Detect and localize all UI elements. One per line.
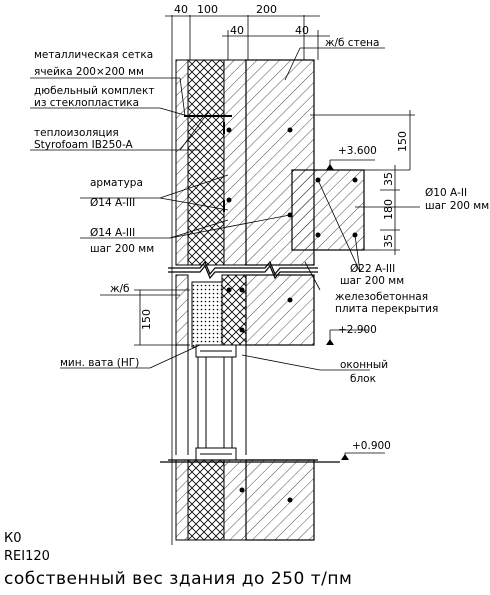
dim-35-b: 35 xyxy=(382,234,395,248)
wall-structure xyxy=(160,15,365,545)
label-mesh-line2: ячейка 200×200 мм xyxy=(34,66,144,78)
insulation-bottom xyxy=(187,459,225,541)
left-dimension: 150 xyxy=(134,289,190,346)
label-slab-line2: плита перекрытия xyxy=(335,303,438,315)
label-rc-wall: ж/б стена xyxy=(325,37,379,49)
level-marks: +3.600 +2.900 +0.900 xyxy=(326,145,391,460)
label-bar22-line2: шаг 200 мм xyxy=(340,275,404,287)
inner-strip-bottom xyxy=(223,459,247,541)
label-insulation-line2: Styrofoam IB250-A xyxy=(34,139,134,151)
axis-lines xyxy=(171,15,319,545)
rc-wall-lower xyxy=(245,274,315,346)
level-2900: +2.900 xyxy=(338,324,377,336)
floor-slab xyxy=(291,169,365,251)
label-rebar-b-line2: шаг 200 мм xyxy=(90,243,154,255)
dim-40-c: 40 xyxy=(295,24,309,37)
top-dimensions: 40 100 200 40 40 xyxy=(165,3,330,37)
rebar-dots xyxy=(226,127,358,503)
dim-150-left: 150 xyxy=(140,309,153,330)
label-bar10-line1: Ø10 А-II xyxy=(425,187,467,199)
label-insulation-line1: теплоизоляция xyxy=(34,127,119,139)
label-mineral-wool: мин. вата (НГ) xyxy=(60,357,139,369)
load-note: собственный вес здания до 250 т/пм xyxy=(4,569,353,589)
dim-35-a: 35 xyxy=(382,172,395,186)
dim-180: 180 xyxy=(382,199,395,220)
fire-resistance: REI120 xyxy=(4,549,50,564)
label-rebar-b-line1: Ø14 А-III xyxy=(90,227,135,239)
window-opening xyxy=(175,344,247,461)
label-rebar-line2: Ø14 А-III xyxy=(90,197,135,209)
labels: металлическая сетка ячейка 200×200 мм дю… xyxy=(34,37,489,385)
label-dowel-line2: из стеклопластика xyxy=(34,97,139,109)
label-window-line2: блок xyxy=(350,373,376,385)
label-bar22-line1: Ø22 А-III xyxy=(350,263,395,275)
label-window-line1: оконный xyxy=(340,359,388,371)
label-rebar-line1: арматура xyxy=(90,177,143,189)
label-dowel-line1: дюбельный комплект xyxy=(34,85,154,97)
label-bar10-line2: шаг 200 мм xyxy=(425,200,489,212)
label-slab-line1: железобетонная xyxy=(335,291,428,303)
insulation-lower xyxy=(221,274,247,346)
fire-class: К0 xyxy=(4,531,22,546)
mineral-wool-block xyxy=(191,281,223,348)
inner-concrete-strip xyxy=(223,59,247,266)
dowels xyxy=(184,115,232,212)
outer-concrete-bottom xyxy=(175,459,189,541)
label-mesh-line1: металлическая сетка xyxy=(34,49,153,61)
rc-wall-bottom xyxy=(245,459,315,541)
right-dimensions: 150 35 180 35 xyxy=(310,110,415,255)
break-lines xyxy=(160,260,340,463)
dim-100: 100 xyxy=(197,3,218,16)
dim-40-a: 40 xyxy=(174,3,188,16)
outer-concrete-lower xyxy=(175,274,189,346)
level-3600: +3.600 xyxy=(338,145,377,157)
insulation-upper xyxy=(187,59,225,266)
dim-40-b: 40 xyxy=(230,24,244,37)
label-rc: ж/б xyxy=(110,283,129,295)
dim-150-top: 150 xyxy=(396,131,409,152)
level-0900: +0.900 xyxy=(352,440,391,452)
dim-200: 200 xyxy=(256,3,277,16)
leader-lines xyxy=(30,47,420,460)
